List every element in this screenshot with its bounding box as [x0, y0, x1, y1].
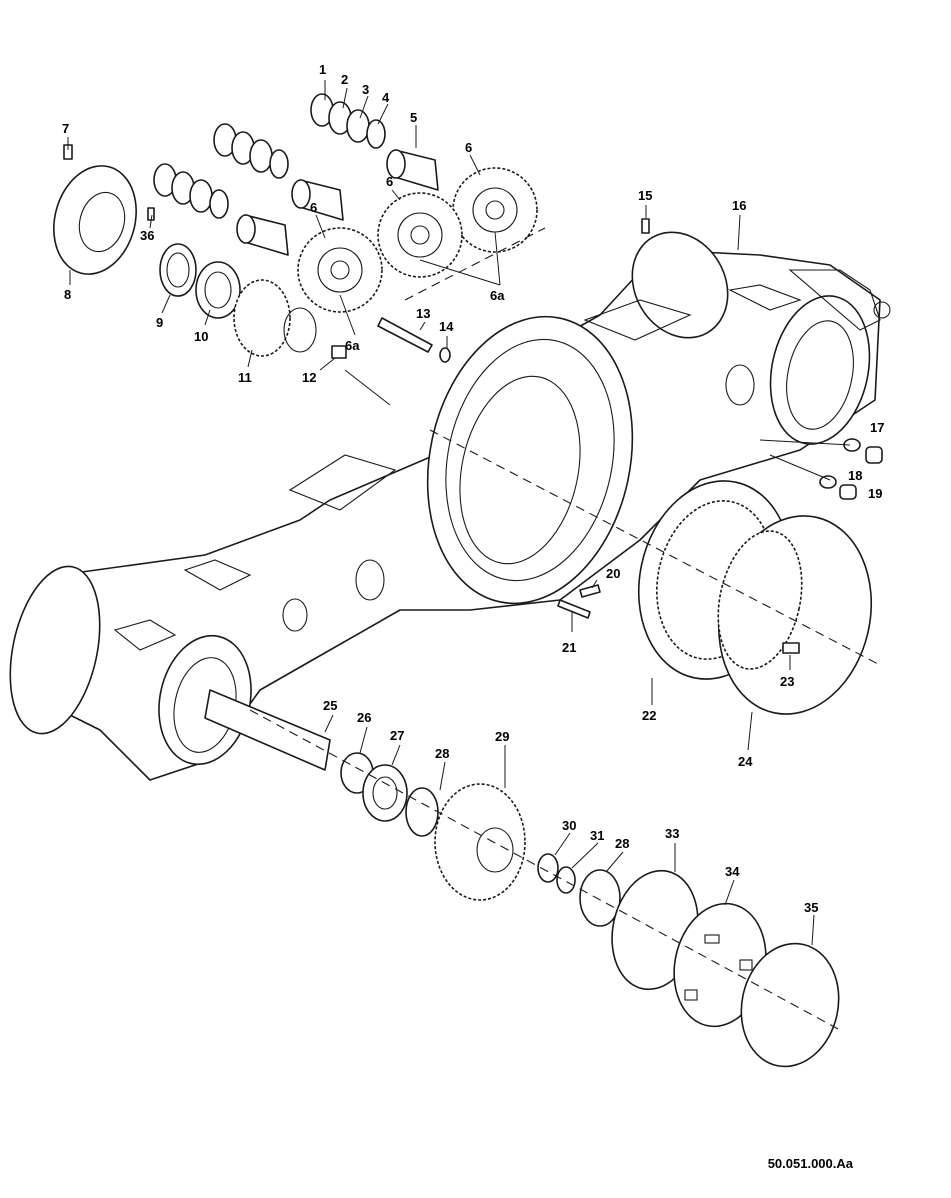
callout-27: 27 [390, 728, 404, 743]
callout-22: 22 [642, 708, 656, 723]
callout-23: 23 [780, 674, 794, 689]
callout-33: 33 [665, 826, 679, 841]
callout-31: 31 [590, 828, 604, 843]
callout-28: 28 [435, 746, 449, 761]
callout-20: 20 [606, 566, 620, 581]
callout-19: 19 [868, 486, 882, 501]
callout-28: 28 [615, 836, 629, 851]
callout-16: 16 [732, 198, 746, 213]
callout-13: 13 [416, 306, 430, 321]
drain-plugs [759, 438, 883, 500]
callout-10: 10 [194, 329, 208, 344]
callout-6: 6 [310, 200, 317, 215]
callout-29: 29 [495, 729, 509, 744]
callout-24: 24 [738, 754, 753, 769]
callout-7: 7 [62, 121, 69, 136]
callout-5: 5 [410, 110, 417, 125]
callout-3: 3 [362, 82, 369, 97]
callout-36: 36 [140, 228, 154, 243]
callout-9: 9 [156, 315, 163, 330]
input-shaft-components [159, 243, 347, 359]
callout-18: 18 [848, 468, 862, 483]
callout-21: 21 [562, 640, 576, 655]
callout-6: 6 [386, 174, 393, 189]
callout-8: 8 [64, 287, 71, 302]
callout-17: 17 [870, 420, 884, 435]
callout-1: 1 [319, 62, 326, 77]
callout-25: 25 [323, 698, 337, 713]
drawing-reference: 50.051.000.Aa [767, 1156, 853, 1171]
callout-2: 2 [341, 72, 348, 87]
planet-carrier-cover [53, 144, 155, 275]
callout-26: 26 [357, 710, 371, 725]
leader-lines [67, 80, 815, 946]
snap-ring-rows [153, 93, 386, 219]
callout-4: 4 [382, 90, 390, 105]
axle-housing [9, 231, 891, 781]
ring-gear-assembly [429, 429, 881, 715]
callout-6a: 6a [345, 338, 360, 353]
output-shaft-assembly [204, 689, 841, 1068]
planet-pins [236, 149, 439, 256]
planet-gear-set [297, 167, 546, 313]
callout-30: 30 [562, 818, 576, 833]
callout-12: 12 [302, 370, 316, 385]
callout-6: 6 [465, 140, 472, 155]
callout-11: 11 [238, 370, 252, 385]
callout-6a: 6a [490, 288, 505, 303]
callout-14: 14 [439, 319, 454, 334]
housing-fasteners [377, 218, 650, 363]
callout-35: 35 [804, 900, 818, 915]
callout-15: 15 [638, 188, 652, 203]
callout-labels: 1 2 3 4 5 6 6 6 6a 6a 7 8 9 10 11 12 13 … [62, 62, 884, 915]
callout-34: 34 [725, 864, 740, 879]
